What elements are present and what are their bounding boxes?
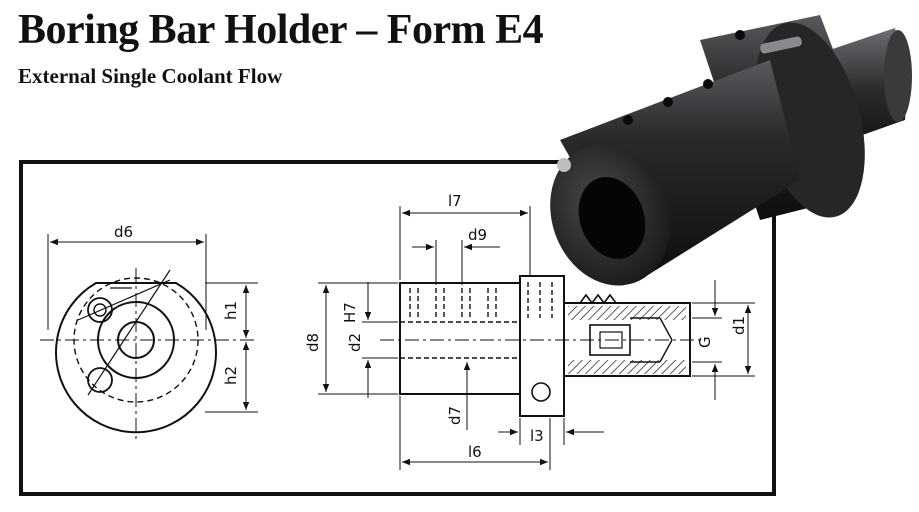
label-d1: d1	[730, 316, 748, 335]
label-d2: d2	[346, 333, 364, 352]
label-l6: l6	[468, 443, 482, 461]
label-l7: l7	[448, 192, 462, 210]
side-view	[318, 206, 755, 470]
page-subtitle: External Single Coolant Flow	[18, 64, 283, 88]
label-d7: d7	[446, 406, 464, 425]
label-d6: d6	[114, 223, 133, 241]
label-l3: l3	[530, 427, 544, 445]
label-H7: H7	[341, 302, 359, 323]
label-d8: d8	[304, 333, 322, 352]
label-h2: h2	[222, 366, 240, 385]
label-G: G	[696, 336, 714, 348]
drawing-frame	[19, 160, 776, 496]
front-view	[40, 234, 258, 440]
label-h1: h1	[222, 301, 240, 320]
product-photo	[550, 15, 912, 286]
label-d9: d9	[468, 226, 487, 244]
page-title: Boring Bar Holder – Form E4	[18, 7, 544, 53]
